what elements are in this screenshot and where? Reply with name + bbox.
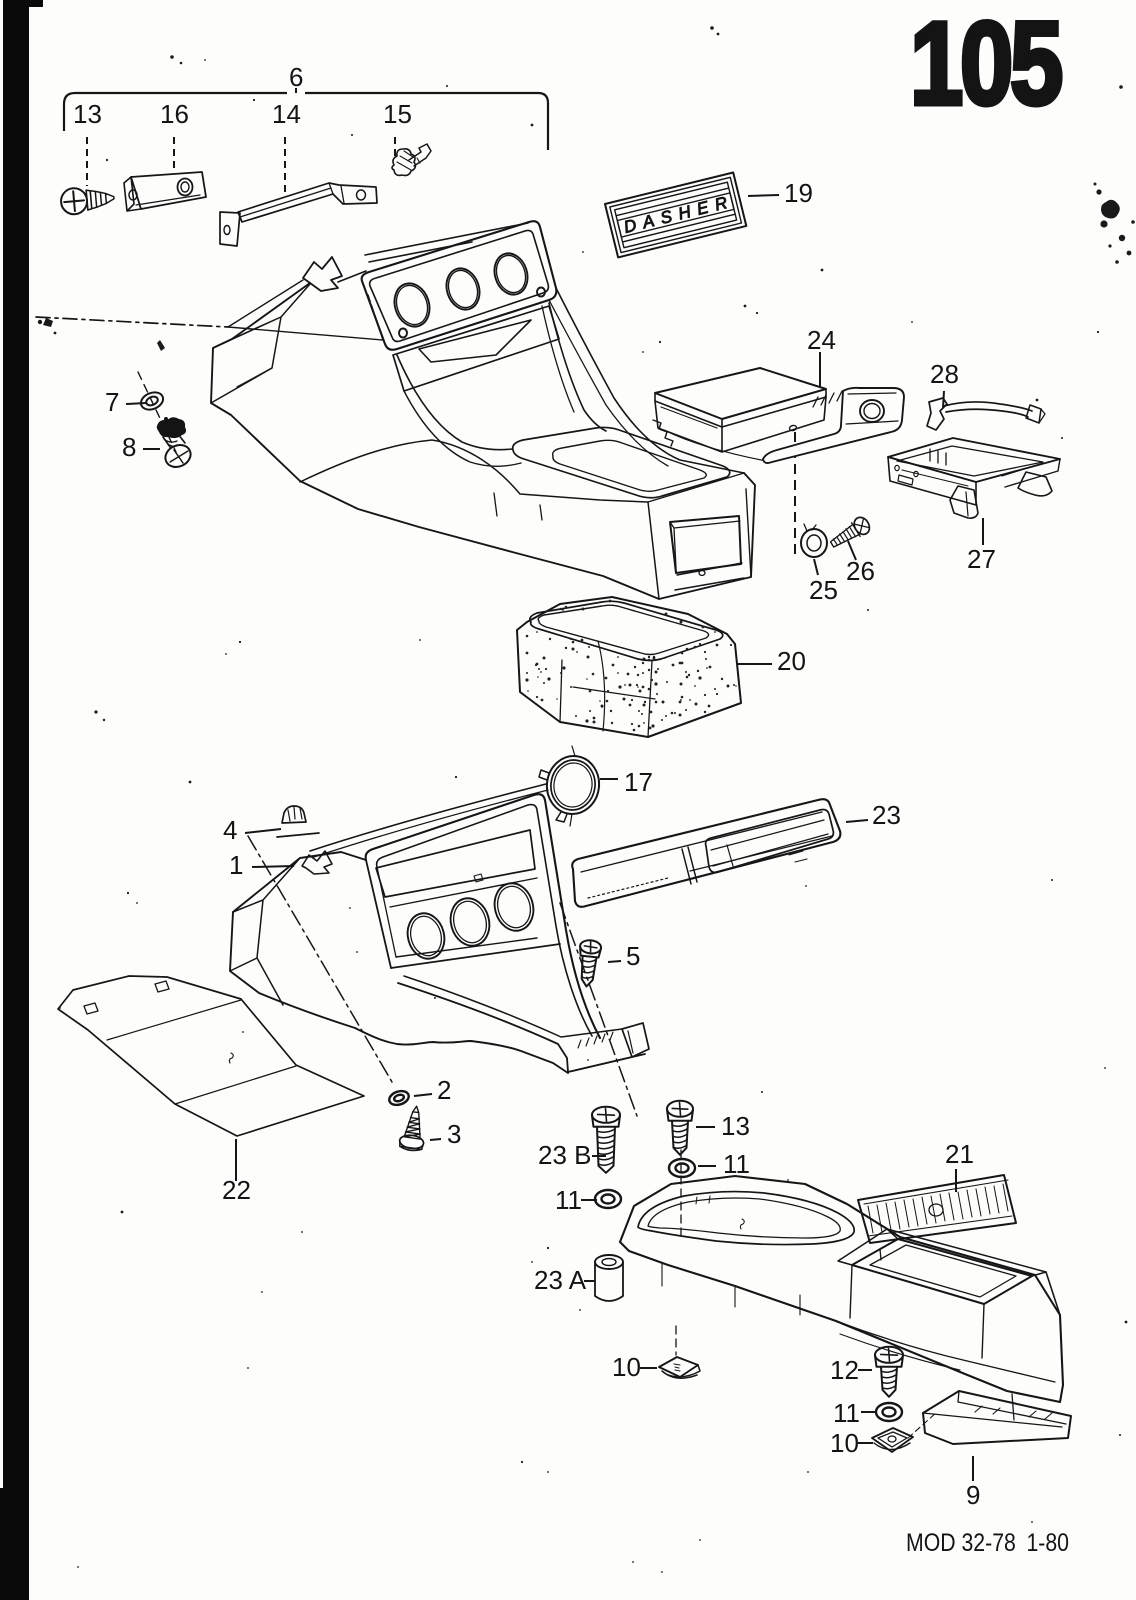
svg-text:17: 17	[624, 767, 653, 797]
svg-text:21: 21	[945, 1139, 974, 1169]
svg-text:1: 1	[229, 850, 243, 880]
svg-text:26: 26	[846, 556, 875, 586]
svg-text:25: 25	[809, 575, 838, 605]
svg-text:8: 8	[122, 432, 136, 462]
svg-text:6: 6	[289, 62, 303, 92]
svg-text:105: 105	[910, 0, 1061, 130]
svg-text:16: 16	[160, 99, 189, 129]
svg-text:4: 4	[223, 815, 237, 845]
svg-text:14: 14	[272, 99, 301, 129]
svg-text:24: 24	[807, 325, 836, 355]
svg-text:27: 27	[967, 544, 996, 574]
svg-text:3: 3	[447, 1119, 461, 1149]
svg-text:23 B: 23 B	[538, 1140, 592, 1170]
svg-text:15: 15	[383, 99, 412, 129]
svg-text:10: 10	[830, 1428, 859, 1458]
svg-text:10: 10	[612, 1352, 641, 1382]
svg-text:23 A: 23 A	[534, 1265, 587, 1295]
svg-text:13: 13	[73, 99, 102, 129]
svg-text:5: 5	[626, 941, 640, 971]
svg-text:7: 7	[105, 387, 119, 417]
svg-text:9: 9	[966, 1480, 980, 1510]
svg-text:11: 11	[833, 1398, 860, 1428]
svg-text:12: 12	[830, 1355, 859, 1385]
svg-text:MOD 32-78 1-80: MOD 32-78 1-80	[906, 1529, 1069, 1557]
svg-text:11: 11	[723, 1149, 750, 1179]
svg-text:13: 13	[721, 1111, 750, 1141]
svg-text:20: 20	[777, 646, 806, 676]
svg-text:11: 11	[555, 1185, 582, 1215]
svg-text:23: 23	[872, 800, 901, 830]
svg-text:19: 19	[784, 178, 813, 208]
svg-text:2: 2	[437, 1075, 451, 1105]
svg-text:28: 28	[930, 359, 959, 389]
